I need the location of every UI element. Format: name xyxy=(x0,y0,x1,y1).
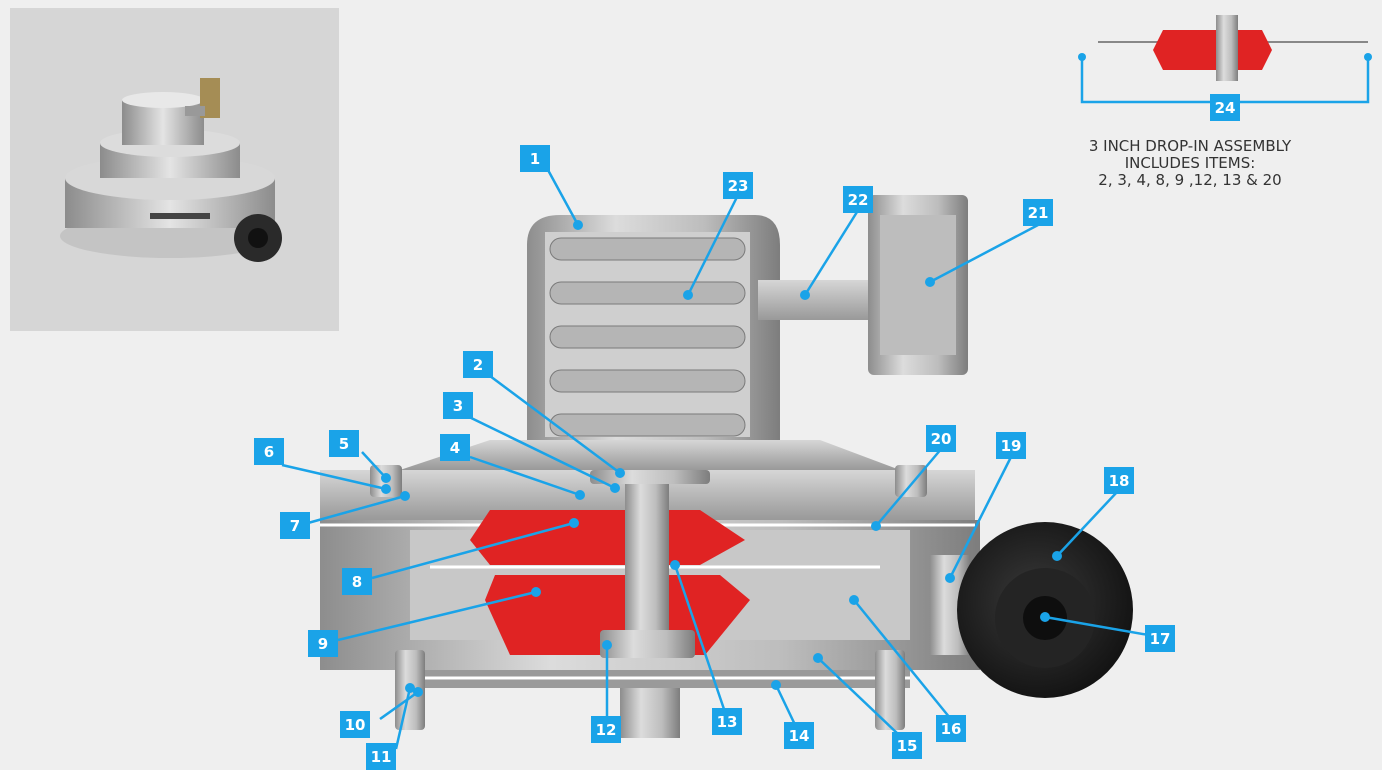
callout-15: 15 xyxy=(892,732,922,759)
callout-17: 17 xyxy=(1145,625,1175,652)
callout-7: 7 xyxy=(280,512,310,539)
callout-6: 6 xyxy=(254,438,284,465)
callout-3: 3 xyxy=(443,392,473,419)
callout-10: 10 xyxy=(340,711,370,738)
callout-24: 24 xyxy=(1210,94,1240,121)
callout-21: 21 xyxy=(1023,199,1053,226)
callout-1: 1 xyxy=(520,145,550,172)
callout-4: 4 xyxy=(440,434,470,461)
spring-bonnet xyxy=(400,215,900,470)
assembly-note-line1: 3 INCH DROP-IN ASSEMBLY xyxy=(1088,137,1292,155)
callout-16: 16 xyxy=(936,715,966,742)
spring-coils xyxy=(549,237,746,437)
callout-20: 20 xyxy=(926,425,956,452)
callout-leaders xyxy=(281,169,1161,750)
assembly-note-line2: INCLUDES ITEMS: xyxy=(1124,154,1256,172)
callout-14: 14 xyxy=(784,722,814,749)
product-photo xyxy=(10,8,339,331)
regulator-photo-icon xyxy=(60,78,282,262)
callout-23: 23 xyxy=(723,172,753,199)
callout-12: 12 xyxy=(591,716,621,743)
callout-9: 9 xyxy=(308,630,338,657)
callout-11: 11 xyxy=(366,743,396,770)
assembly-note-line3: 2, 3, 4, 8, 9 ,12, 13 & 20 xyxy=(1098,171,1282,189)
drop-in-assembly-illustration xyxy=(1078,15,1372,104)
vent-tee xyxy=(758,195,968,375)
assembly-note: 3 INCH DROP-IN ASSEMBLY INCLUDES ITEMS: … xyxy=(1040,138,1340,189)
callout-13: 13 xyxy=(712,708,742,735)
callout-18: 18 xyxy=(1104,467,1134,494)
callout-leader-dots xyxy=(381,220,1062,697)
callout-22: 22 xyxy=(843,186,873,213)
callout-2: 2 xyxy=(463,351,493,378)
diaphragm-assembly xyxy=(430,470,880,658)
callout-5: 5 xyxy=(329,430,359,457)
callout-8: 8 xyxy=(342,568,372,595)
callout-19: 19 xyxy=(996,432,1026,459)
